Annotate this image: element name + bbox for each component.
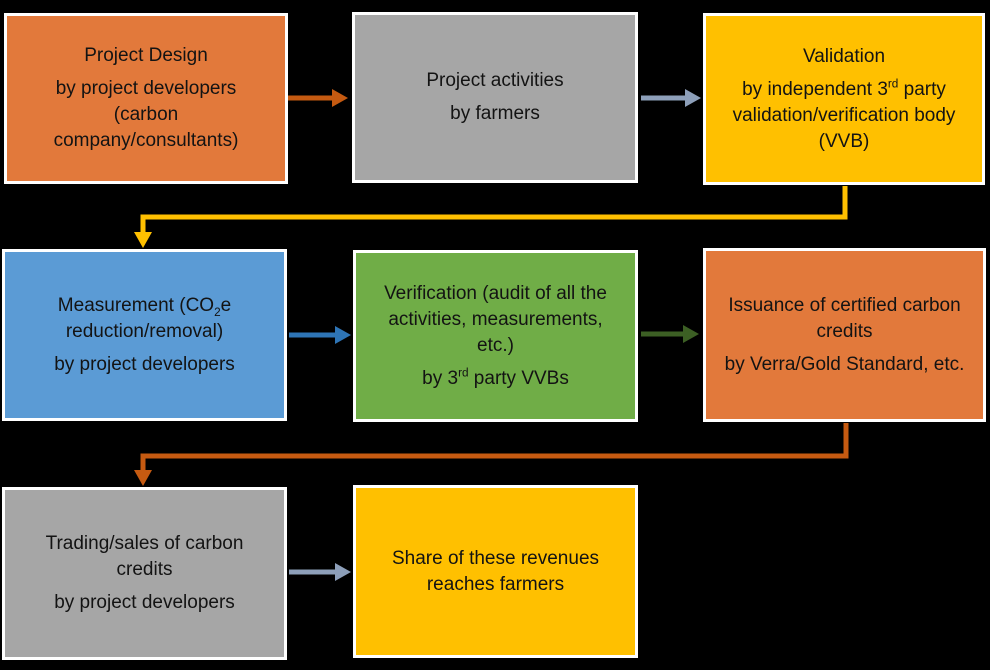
box-title: Issuance of certified carbon credits (728, 294, 961, 342)
box-title: Share of these revenues reaches farmers (391, 547, 600, 595)
box-verification: Verification (audit of all the activitie… (353, 250, 638, 422)
arrow-head (134, 470, 152, 486)
box-subtitle: by project developers (54, 592, 235, 613)
box-title: Project activities (426, 70, 564, 91)
arrow-issuance-to-trading (134, 423, 849, 486)
box-title: Trading/sales of carbon credits (45, 533, 244, 580)
arrow-head (335, 563, 351, 581)
box-validation: Validation by independent 3rd party vali… (703, 13, 985, 185)
box-subtitle: by Verra/Gold Standard, etc. (724, 353, 965, 375)
arrow-measurement-to-verification (289, 326, 351, 344)
box-subtitle: by project developers (54, 353, 235, 375)
arrow-verification-to-issuance (641, 325, 699, 343)
box-subtitle: by independent 3rd party validation/veri… (732, 77, 956, 152)
arrow-head (685, 89, 701, 107)
arrow-trading-to-share (289, 563, 351, 581)
box-trading: Trading/sales of carbon credits by proje… (2, 487, 287, 660)
box-title: Verification (audit of all the activitie… (384, 282, 607, 356)
box-title: Measurement (CO2e reduction/removal) (57, 294, 232, 342)
box-measurement: Measurement (CO2e reduction/removal) by … (2, 249, 287, 421)
arrow-head (332, 89, 348, 107)
box-subtitle: by project developers (carbon company/co… (53, 78, 239, 151)
box-subtitle: by farmers (450, 103, 540, 124)
arrow-design-to-activities (288, 89, 348, 107)
box-issuance: Issuance of certified carbon credits by … (703, 248, 986, 422)
arrow-head (683, 325, 699, 343)
arrow-activities-to-validation (641, 89, 701, 107)
arrow-head (335, 326, 351, 344)
box-project-design: Project Design by project developers (ca… (4, 13, 288, 184)
arrow-head (134, 232, 152, 248)
box-project-activities: Project activities by farmers (352, 12, 638, 183)
arrow-line (140, 423, 849, 471)
box-title: Project Design (84, 45, 208, 66)
box-title: Validation (802, 45, 886, 67)
box-subtitle: by 3rd party VVBs (422, 366, 569, 389)
box-revenue-share: Share of these revenues reaches farmers (353, 485, 638, 658)
arrow-validation-to-measurement (134, 186, 848, 248)
arrow-line (140, 186, 848, 233)
